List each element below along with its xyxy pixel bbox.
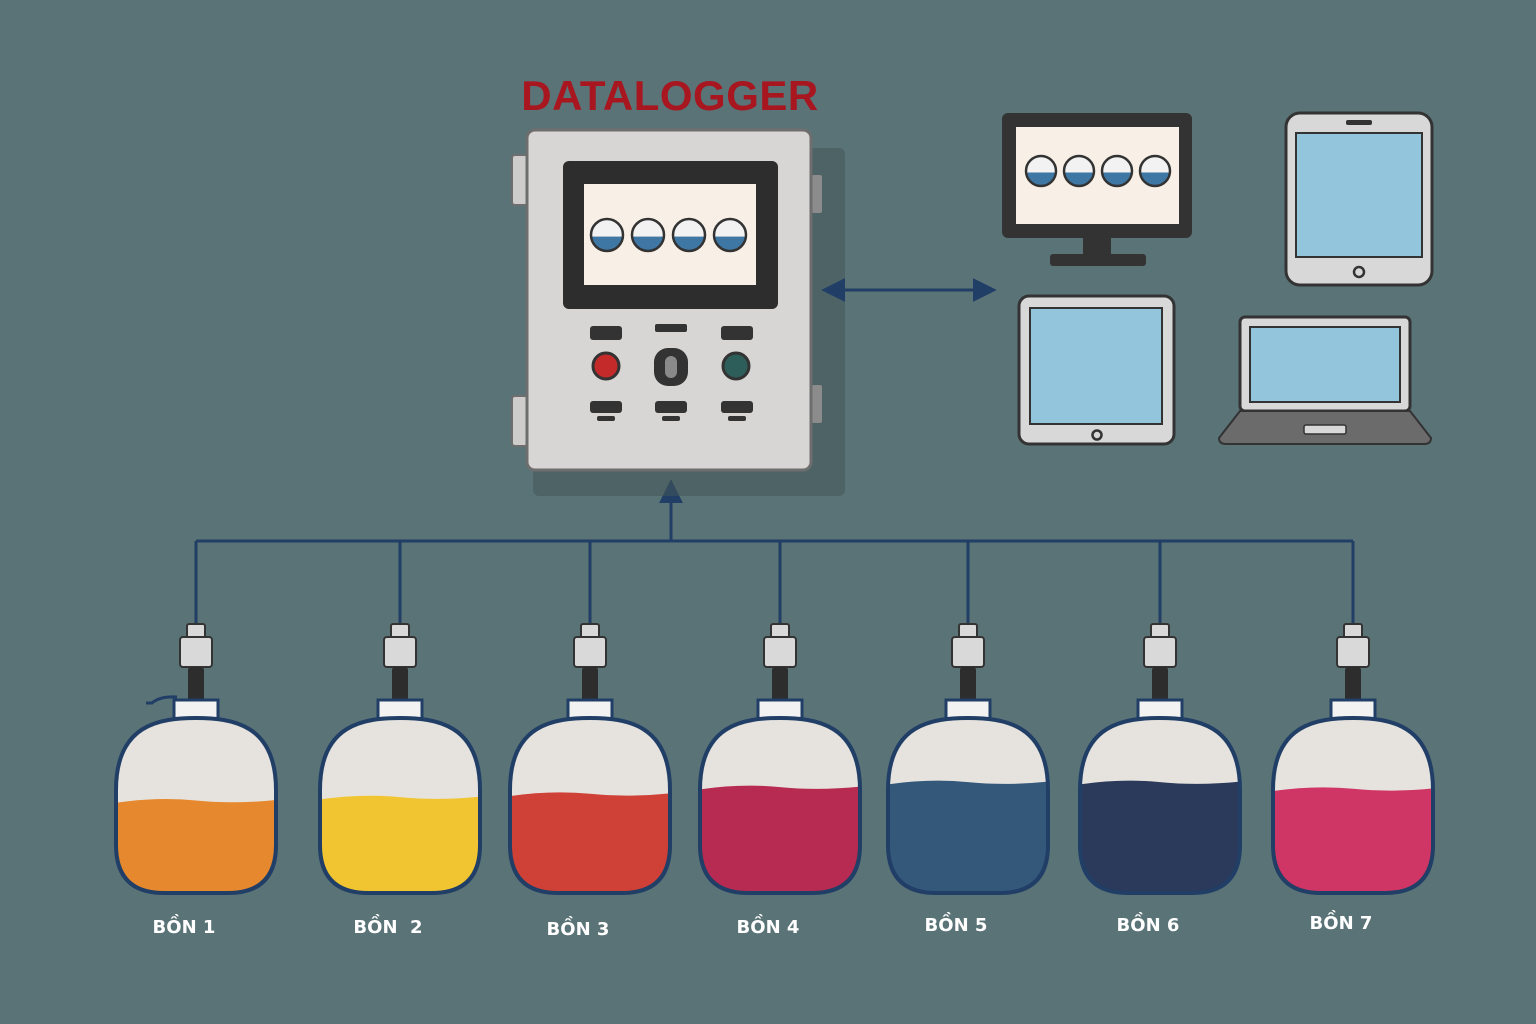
sensor-body xyxy=(383,636,417,668)
monitor-stand xyxy=(1050,254,1146,266)
page-title: DATALOGGER xyxy=(521,72,819,119)
tank-label: BỒN 5 xyxy=(924,915,988,936)
sensor-body xyxy=(573,636,607,668)
tank-liquid xyxy=(1273,787,1433,893)
tank-liquid xyxy=(700,785,860,893)
tank-1[interactable] xyxy=(111,623,281,898)
sensor-body xyxy=(763,636,797,668)
sensor-cap xyxy=(770,623,790,639)
tank-label: BỒN 4 xyxy=(736,917,800,938)
indicator-slot-4 xyxy=(590,401,622,413)
sensor-cap xyxy=(1343,623,1363,639)
sensor-probe xyxy=(960,667,976,701)
tablet-home-button xyxy=(1091,429,1103,441)
level-gauge-icon xyxy=(1138,154,1172,188)
tank-label: BỒN 3 xyxy=(546,919,610,940)
tank-3[interactable] xyxy=(505,623,675,898)
level-gauge-icon xyxy=(1100,154,1134,188)
sensor-cap xyxy=(958,623,978,639)
indicator-tab-6 xyxy=(728,416,746,421)
level-gauge-icon xyxy=(630,217,666,253)
sensor-cap xyxy=(580,623,600,639)
tank-outline xyxy=(886,715,1050,895)
sensor-body xyxy=(1336,636,1370,668)
tank-5[interactable] xyxy=(883,623,1053,898)
tablet-home-button xyxy=(1352,265,1366,279)
cabinet-latch-bottom xyxy=(812,385,822,423)
tank-label: BỒN 7 xyxy=(1309,913,1373,934)
red-button[interactable] xyxy=(591,351,621,381)
tank-liquid xyxy=(888,780,1048,893)
tank-outline xyxy=(1078,715,1242,895)
laptop-touchpad xyxy=(1303,424,1347,435)
indicator-tab-5 xyxy=(662,416,680,421)
tank-6[interactable] xyxy=(1075,623,1245,898)
tablet-speaker xyxy=(1346,120,1372,125)
cabinet-latch-top xyxy=(812,175,822,213)
tank-liquid xyxy=(320,795,480,893)
tank-label: BỒN 2 xyxy=(353,917,423,938)
indicator-slot-1 xyxy=(590,326,622,340)
tank-7[interactable] xyxy=(1268,623,1438,898)
tablet-screen xyxy=(1295,132,1423,258)
level-gauge-icon xyxy=(671,217,707,253)
laptop-screen xyxy=(1249,326,1401,403)
desktop-monitor-icon[interactable] xyxy=(1002,113,1192,266)
green-button[interactable] xyxy=(721,351,751,381)
tank-outline xyxy=(318,715,482,895)
tank-outline xyxy=(508,715,672,895)
level-gauge-icon xyxy=(1062,154,1096,188)
indicator-tab-4 xyxy=(597,416,615,421)
sensor-cap xyxy=(1150,623,1170,639)
indicator-slot-5 xyxy=(655,401,687,413)
sensor-probe xyxy=(1345,667,1361,701)
tank-outline xyxy=(698,715,862,895)
level-gauge-icon xyxy=(712,217,748,253)
datalogger-cabinet[interactable] xyxy=(511,128,845,496)
tank-label: BỒN 6 xyxy=(1116,915,1180,936)
sensor-body xyxy=(179,636,213,668)
tank-row xyxy=(111,623,1438,898)
monitor-neck xyxy=(1083,238,1111,256)
sensor-bus-lines xyxy=(146,479,1355,705)
sensor-probe xyxy=(1152,667,1168,701)
tank-label: BỒN 1 xyxy=(152,917,216,938)
level-gauge-icon xyxy=(589,217,625,253)
laptop-icon[interactable] xyxy=(1217,315,1433,445)
tank-4[interactable] xyxy=(695,623,865,898)
tank-outline xyxy=(114,715,278,895)
tank-liquid xyxy=(116,799,276,893)
level-gauge-icon xyxy=(1024,154,1058,188)
tank-2[interactable] xyxy=(315,623,485,898)
sensor-cap xyxy=(390,623,410,639)
tablet-icon[interactable] xyxy=(1284,111,1434,287)
sensor-probe xyxy=(392,667,408,701)
tank-outline xyxy=(1271,715,1435,895)
cabinet-gauge-row xyxy=(589,217,748,253)
tank-liquid xyxy=(1080,780,1240,893)
sensor-cable-tail xyxy=(146,695,178,705)
indicator-slot-6 xyxy=(721,401,753,413)
sensor-cap xyxy=(186,623,206,639)
tablet-screen xyxy=(1029,307,1163,425)
indicator-slot-2 xyxy=(655,324,687,332)
sensor-probe xyxy=(772,667,788,701)
tank-liquid xyxy=(510,792,670,893)
monitor-gauge-row xyxy=(1024,154,1172,188)
tablet-icon[interactable] xyxy=(1017,294,1176,446)
selector-switch-knob xyxy=(665,356,677,378)
sensor-probe xyxy=(188,667,204,701)
indicator-slot-3 xyxy=(721,326,753,340)
sensor-body xyxy=(951,636,985,668)
sensor-probe xyxy=(582,667,598,701)
sensor-body xyxy=(1143,636,1177,668)
